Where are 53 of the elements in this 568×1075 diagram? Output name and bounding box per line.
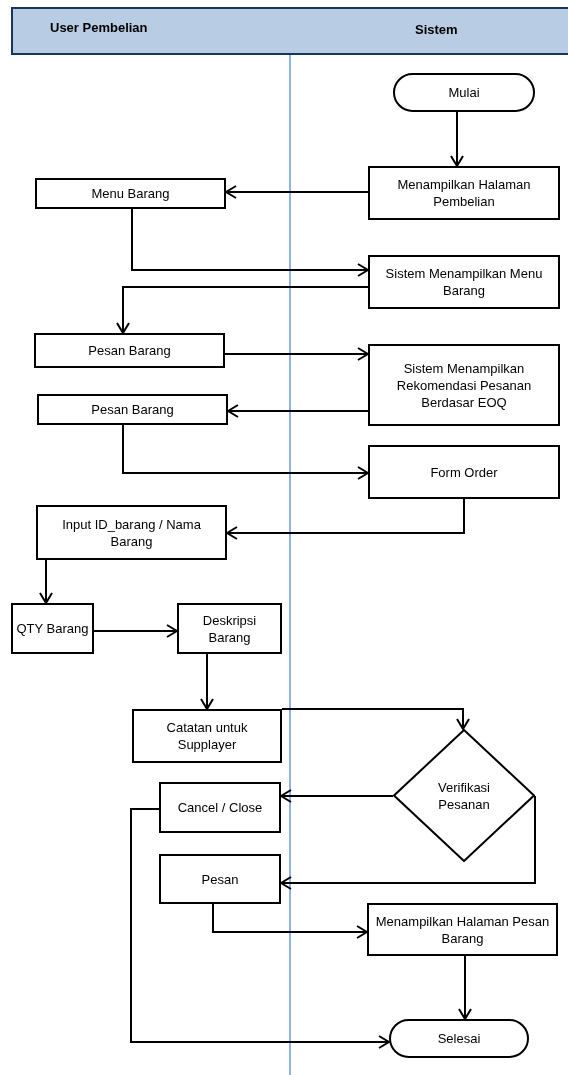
process-box <box>159 782 281 833</box>
process-box <box>132 709 282 763</box>
terminator <box>389 1019 529 1058</box>
node-label: Mulai <box>447 84 481 101</box>
process-box <box>368 445 560 499</box>
process-box <box>11 603 94 654</box>
node-label: Pesan Barang <box>87 342 172 359</box>
process-box <box>177 603 282 654</box>
arrow <box>225 185 369 199</box>
node-label: Cancel / Close <box>176 799 264 816</box>
arrow <box>281 708 470 730</box>
arrow <box>116 286 369 334</box>
arrow <box>227 404 369 418</box>
arrow <box>130 808 390 1049</box>
arrow <box>280 789 394 803</box>
node-label: Pesan <box>200 870 240 888</box>
node-label: Sistem Menampilkan Menu Barang <box>384 265 544 299</box>
process-box <box>159 854 281 904</box>
process-box <box>368 255 560 309</box>
arrow <box>280 795 536 890</box>
node-label: Sistem Menampilkan Rekomendasi Pesanan Berdasar EOQ <box>395 359 533 411</box>
arrow <box>458 955 472 1020</box>
arrow <box>226 498 465 540</box>
node-label: QTY Barang <box>15 620 90 637</box>
node-label: Deskripsi Barang <box>201 611 258 646</box>
arrow <box>122 424 369 480</box>
arrow <box>39 559 53 604</box>
arrow <box>93 624 178 638</box>
arrow <box>224 347 369 361</box>
node-label: Verifikasi Pesanan <box>437 778 491 813</box>
decision-diamond <box>393 729 535 862</box>
arrow <box>212 903 368 939</box>
node-label: Form Order <box>429 463 499 481</box>
node-label: Menampilkan Halaman Pesan Barang <box>374 912 551 947</box>
process-box <box>367 903 558 956</box>
lane-title: User Pembelian <box>50 20 148 35</box>
node-label: Catatan untuk Supplayer <box>165 719 249 753</box>
process-box <box>368 344 560 426</box>
node-label: Selesai <box>436 1030 482 1047</box>
node-label: Menampilkan Halaman Pembelian <box>396 176 532 210</box>
process-box <box>34 333 225 368</box>
arrow <box>450 111 464 167</box>
node-label: Input ID_barang / Nama Barang <box>61 515 202 550</box>
process-box <box>368 166 560 220</box>
lane-title: Sistem <box>415 22 458 37</box>
process-box <box>36 505 227 560</box>
arrow <box>131 208 369 277</box>
node-label: Menu Barang <box>90 185 171 202</box>
terminator <box>393 73 535 112</box>
process-box <box>37 394 228 425</box>
process-box <box>35 178 226 209</box>
node-label: Pesan Barang <box>90 401 175 418</box>
arrow <box>200 653 214 710</box>
